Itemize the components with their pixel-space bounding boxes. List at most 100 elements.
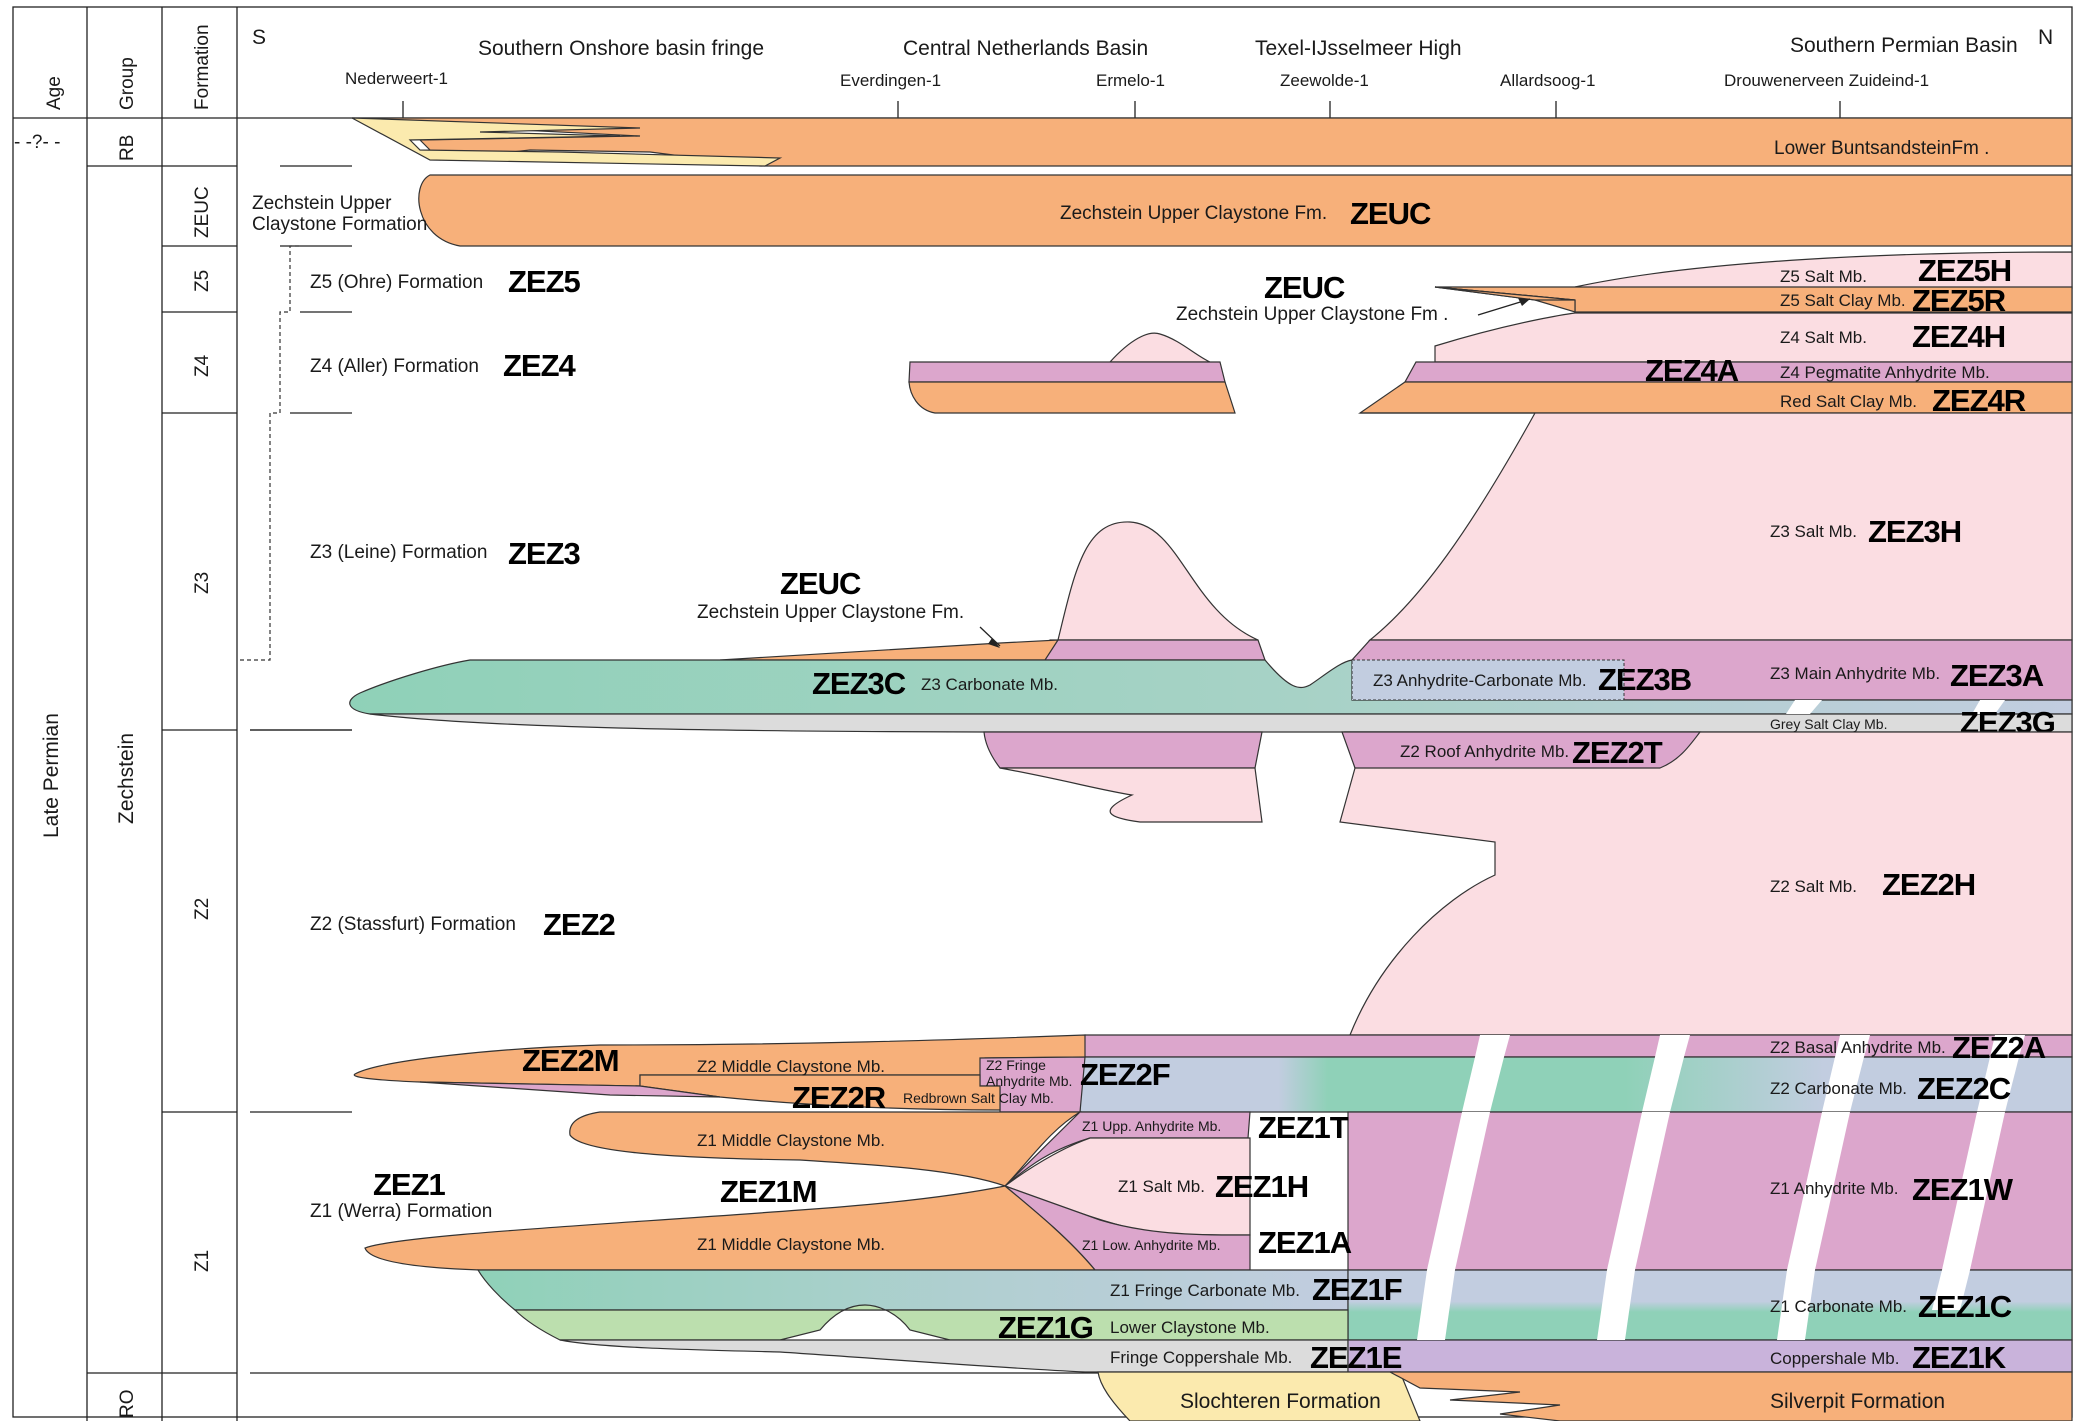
label-z1-anhydrite: Z1 Anhydrite Mb. <box>1770 1179 1899 1198</box>
label-z3-formation: Z3 (Leine) Formation <box>310 542 487 563</box>
code-zez3c: ZEZ3C <box>812 666 906 701</box>
code-zez4r: ZEZ4R <box>1932 383 2026 418</box>
label-zeuc-mid: Zechstein Upper Claystone Fm . <box>1176 304 1448 325</box>
label-z1-fringe-carbonate: Z1 Fringe Carbonate Mb. <box>1110 1281 1300 1300</box>
code-zez1: ZEZ1 <box>373 1167 446 1202</box>
code-zez3a: ZEZ3A <box>1950 658 2044 693</box>
well-markers <box>402 101 1841 118</box>
label-lower-buntsandstein: Lower BuntsandsteinFm . <box>1774 138 1989 159</box>
formation-z1: Z1 <box>192 1250 213 1272</box>
label-grey-salt-clay: Grey Salt Clay Mb. <box>1770 716 1887 732</box>
label-z3-main-anhydrite: Z3 Main Anhydrite Mb. <box>1770 664 1940 683</box>
label-red-salt-clay: Red Salt Clay Mb. <box>1780 392 1917 411</box>
label-zeuc-main: Zechstein Upper Claystone Fm. <box>1060 203 1327 224</box>
well-nederweert: Nederweert-1 <box>345 69 448 88</box>
region-southern-onshore: Southern Onshore basin fringe <box>478 37 764 60</box>
label-z4-pegmatite: Z4 Pegmatite Anhydrite Mb. <box>1780 363 1990 382</box>
code-zeuc-z3: ZEUC <box>780 566 861 601</box>
label-z2-carbonate: Z2 Carbonate Mb. <box>1770 1079 1907 1098</box>
formation-extent-guide <box>240 245 300 661</box>
label-z2-roof-anhydrite: Z2 Roof Anhydrite Mb. <box>1400 742 1569 761</box>
label-z3-salt: Z3 Salt Mb. <box>1770 522 1857 541</box>
code-zez1g: ZEZ1G <box>998 1310 1093 1345</box>
label-redbrown-salt-clay: Redbrown Salt Clay Mb. <box>903 1090 1054 1106</box>
region-texel: Texel-IJsselmeer High <box>1255 37 1462 60</box>
label-z4-formation: Z4 (Aller) Formation <box>310 356 479 377</box>
code-zez2c: ZEZ2C <box>1917 1071 2011 1106</box>
code-zez1m: ZEZ1M <box>720 1174 817 1209</box>
label-z1-salt: Z1 Salt Mb. <box>1118 1177 1205 1196</box>
zeuc-unit <box>418 174 2073 247</box>
direction-south: S <box>252 26 266 49</box>
label-z1-middle-claystone-upper: Z1 Middle Claystone Mb. <box>697 1131 885 1150</box>
label-z2-middle-claystone: Z2 Middle Claystone Mb. <box>697 1057 885 1076</box>
label-z2-fringe-1: Z2 Fringe <box>986 1057 1046 1073</box>
label-z2-formation: Z2 (Stassfurt) Formation <box>310 914 516 935</box>
z2-units <box>353 731 2073 1113</box>
label-zeuc-left-1: Zechstein Upper <box>252 193 392 214</box>
direction-north: N <box>2038 26 2053 49</box>
code-zez1f: ZEZ1F <box>1312 1272 1402 1307</box>
formation-zeuc: ZEUC <box>192 186 213 238</box>
zeuc-wedge-z5 <box>1434 286 1576 301</box>
region-southern-permian: Southern Permian Basin <box>1790 34 2018 57</box>
label-z4-salt: Z4 Salt Mb. <box>1780 328 1867 347</box>
code-zez1k: ZEZ1K <box>1912 1340 2007 1375</box>
code-zez3b: ZEZ3B <box>1598 662 1691 697</box>
code-zez1t: ZEZ1T <box>1258 1110 1349 1145</box>
label-z1-low-anhydrite: Z1 Low. Anhydrite Mb. <box>1082 1237 1221 1253</box>
z3-units <box>349 412 2073 733</box>
well-allardsoog: Allardsoog-1 <box>1500 71 1595 90</box>
formation-z5: Z5 <box>192 270 213 292</box>
label-z2-salt: Z2 Salt Mb. <box>1770 877 1857 896</box>
code-zez5r: ZEZ5R <box>1912 283 2006 318</box>
code-zez1a: ZEZ1A <box>1258 1225 1352 1260</box>
age-unknown: - -?- - <box>14 132 60 153</box>
code-zez1e: ZEZ1E <box>1310 1340 1402 1375</box>
group-zechstein: Zechstein <box>115 733 138 824</box>
code-zez2t: ZEZ2T <box>1572 735 1663 770</box>
label-z5-salt: Z5 Salt Mb. <box>1780 267 1867 286</box>
group-rb: RB <box>117 135 138 161</box>
label-coppershale: Coppershale Mb. <box>1770 1349 1899 1368</box>
well-zeewolde: Zeewolde-1 <box>1280 71 1369 90</box>
group-column-header: Group <box>117 57 138 110</box>
label-z5-salt-clay: Z5 Salt Clay Mb. <box>1780 291 1906 310</box>
label-silverpit: Silverpit Formation <box>1770 1390 1945 1413</box>
formation-z2: Z2 <box>192 898 213 920</box>
z4-units <box>908 312 2073 414</box>
z1-units <box>364 1111 2073 1373</box>
label-z1-carbonate: Z1 Carbonate Mb. <box>1770 1297 1907 1316</box>
code-zez2a: ZEZ2A <box>1952 1030 2046 1065</box>
group-ro: RO <box>117 1390 138 1419</box>
label-fringe-coppershale: Fringe Coppershale Mb. <box>1110 1348 1292 1367</box>
code-zeuc-mid: ZEUC <box>1264 270 1345 305</box>
label-z3-anhydrite-carbonate: Z3 Anhydrite-Carbonate Mb. <box>1373 671 1587 690</box>
age-column-header: Age <box>44 76 65 110</box>
code-zez2m: ZEZ2M <box>522 1043 619 1078</box>
well-everdingen: Everdingen-1 <box>840 71 941 90</box>
label-z1-middle-claystone-lower: Z1 Middle Claystone Mb. <box>697 1235 885 1254</box>
formation-column-header: Formation <box>192 24 213 110</box>
code-zez2h: ZEZ2H <box>1882 867 1975 902</box>
code-zez1c: ZEZ1C <box>1918 1289 2012 1324</box>
label-z3-carbonate: Z3 Carbonate Mb. <box>921 675 1058 694</box>
code-zez1h: ZEZ1H <box>1215 1169 1308 1204</box>
well-drouwenerveen: Drouwenerveen Zuideind-1 <box>1724 71 1929 90</box>
code-zez4h: ZEZ4H <box>1912 319 2005 354</box>
label-slochteren: Slochteren Formation <box>1180 1390 1381 1413</box>
formation-z4: Z4 <box>192 354 213 377</box>
formation-z3: Z3 <box>192 572 213 594</box>
label-zeuc-left-2: Claystone Formation <box>252 214 427 235</box>
code-zeuc-main: ZEUC <box>1350 196 1431 231</box>
code-zez2: ZEZ2 <box>543 907 615 942</box>
label-z1-formation: Z1 (Werra) Formation <box>310 1201 492 1222</box>
lower-buntsandstein <box>351 117 2073 167</box>
well-ermelo: Ermelo-1 <box>1096 71 1165 90</box>
region-central-netherlands: Central Netherlands Basin <box>903 37 1148 60</box>
label-z5-formation: Z5 (Ohre) Formation <box>310 272 483 293</box>
code-zez2r: ZEZ2R <box>792 1080 886 1115</box>
code-zez2f: ZEZ2F <box>1080 1057 1170 1092</box>
code-zez4: ZEZ4 <box>503 348 577 383</box>
